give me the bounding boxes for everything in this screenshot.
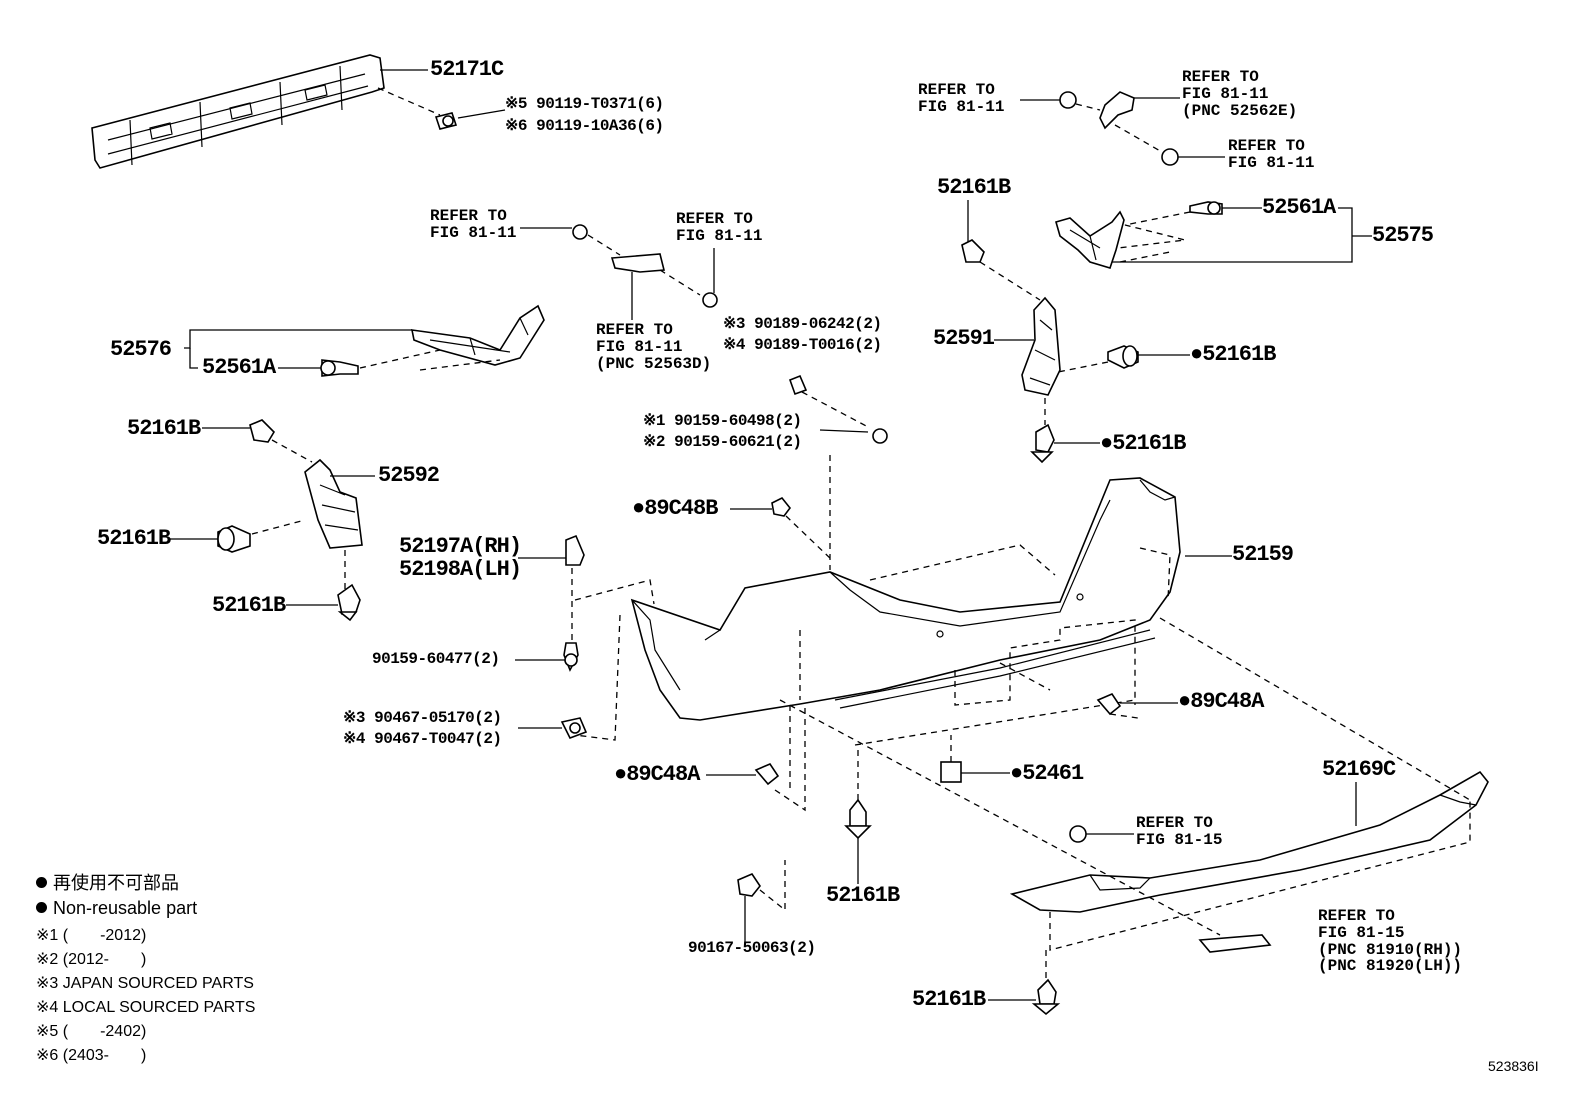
reinforcement-bolt-illustration [434,112,458,130]
clip-89c48b-illustration [771,496,792,517]
label-pad-52461: ●52461 [1010,761,1084,786]
lower-spoiler-illustration [1009,770,1489,953]
nonreusable-dot-icon [36,877,47,888]
side-nut-illustration [560,717,588,740]
ref-fig-81-15-h[interactable]: REFER TO FIG 81-15 (PNC 81910(RH)) (PNC … [1318,907,1463,976]
pad-52461-illustration [940,761,962,783]
label-right-bracket-bolt: 52561A [1262,195,1336,220]
side-mount-illustration [565,534,585,566]
label-left-bracket-assy: 52576 [110,337,172,362]
ref-clip-g-illustration [1069,825,1087,843]
bolt-90189-illustration [788,374,808,396]
side-screw-illustration [563,642,579,672]
label-bumper-cover: 52159 [1232,542,1294,567]
ref-fig-81-15-g[interactable]: REFER TO FIG 81-15 [1136,814,1223,849]
label-side-mount-rh: 52197A(RH) [399,534,522,559]
legend-note-3: ※3 JAPAN SOURCED PARTS [36,975,254,992]
right-clip-top-illustration [961,239,985,263]
ref-bracket-e-illustration [1099,91,1135,130]
rear-bumper-cover-illustration [630,477,1181,721]
legend-note-5: ※5 ( -2402) [36,1023,147,1040]
screw-90159-illustration [872,428,888,444]
label-screw-1: ※1 90159-60498(2) [643,412,802,430]
label-right-bracket-assy: 52575 [1372,223,1434,248]
label-right-clip-top: 52161B [937,175,1011,200]
right-bracket-bolt-illustration [1189,201,1223,215]
right-clip-mid-illustration [1107,345,1139,369]
label-clip-89c48b: ●89C48B [632,496,718,521]
label-right-clip-lower: ●52161B [1100,431,1186,456]
right-clip-lower-illustration [1030,423,1055,464]
label-left-retainer: 52592 [378,463,440,488]
label-reinforcement-bolt-6: ※6 90119-10A36(6) [505,117,664,135]
label-clip-89c48a-right: ●89C48A [1178,689,1264,714]
clip-89c48a-left-illustration [754,763,780,786]
ref-bolt-b-illustration [702,292,718,308]
legend-note-1: ※1 ( -2012) [36,927,147,944]
left-bracket-bolt-illustration [320,359,359,377]
legend-nonreusable-jp: 再使用不可部品 [36,874,179,892]
label-clip-89c48a-left: ●89C48A [614,762,700,787]
label-bolt-4: ※4 90189-T0016(2) [723,336,882,354]
label-nut-3: ※3 90467-05170(2) [343,709,502,727]
diagram-id: 523836I [1488,1058,1539,1074]
label-side-screw: 90159-60477(2) [372,650,500,668]
label-screw-2: ※2 90159-60621(2) [643,433,802,451]
label-left-clip-top: 52161B [127,416,201,441]
label-right-retainer: 52591 [933,326,995,351]
clip-89c48a-right-illustration [1096,693,1122,716]
label-right-clip-mid: ●52161B [1190,342,1276,367]
ref-clip-a-illustration [572,224,588,240]
label-left-clip-lower: 52161B [212,593,286,618]
label-clip-bottom-center: 52161B [826,883,900,908]
label-left-clip-mid: 52161B [97,526,171,551]
right-retainer-illustration [1021,296,1061,396]
label-left-bracket-bolt: 52561A [202,355,276,380]
label-screw-bottom: 90167-50063(2) [688,939,816,957]
clip-bottom-center-illustration [844,798,872,840]
left-retainer-illustration [304,458,363,549]
legend-nonreusable-en: Non-reusable part [36,899,197,917]
nonreusable-dot-icon [36,902,47,913]
ref-fig-81-11-d[interactable]: REFER TO FIG 81-11 [918,81,1005,116]
ref-clip-d-illustration [1059,91,1077,109]
ref-fig-81-11-e[interactable]: REFER TO FIG 81-11 (PNC 52562E) [1182,68,1298,120]
ref-bracket-c-illustration [610,253,666,273]
legend-note-6: ※6 (2403- ) [36,1047,147,1064]
screw-90167-illustration [737,873,761,897]
left-clip-lower-illustration [337,583,361,622]
left-clip-top-illustration [249,419,276,443]
ref-fig-81-11-b[interactable]: REFER TO FIG 81-11 [676,210,763,245]
ref-fig-81-11-a[interactable]: REFER TO FIG 81-11 [430,207,517,242]
label-lower-spoiler: 52169C [1322,757,1396,782]
left-bracket-illustration [410,304,545,366]
left-clip-mid-illustration [217,525,251,553]
label-reinforcement-bolt-5: ※5 90119-T0371(6) [505,95,664,113]
label-reinforcement: 52171C [430,57,504,82]
ref-fig-81-11-c[interactable]: REFER TO FIG 81-11 (PNC 52563D) [596,321,712,373]
ref-bolt-f-illustration [1161,148,1179,166]
clip-bottom-right-illustration [1031,978,1061,1016]
label-side-mount-lh: 52198A(LH) [399,557,522,582]
bumper-reinforcement-illustration [91,54,385,169]
label-nut-4: ※4 90467-T0047(2) [343,730,502,748]
label-clip-bottom-right: 52161B [912,987,986,1012]
legend-note-4: ※4 LOCAL SOURCED PARTS [36,999,256,1016]
label-bolt-3: ※3 90189-06242(2) [723,315,882,333]
ref-fig-81-11-f[interactable]: REFER TO FIG 81-11 [1228,137,1315,172]
right-bracket-illustration [1055,210,1125,269]
legend-note-2: ※2 (2012- ) [36,951,147,968]
